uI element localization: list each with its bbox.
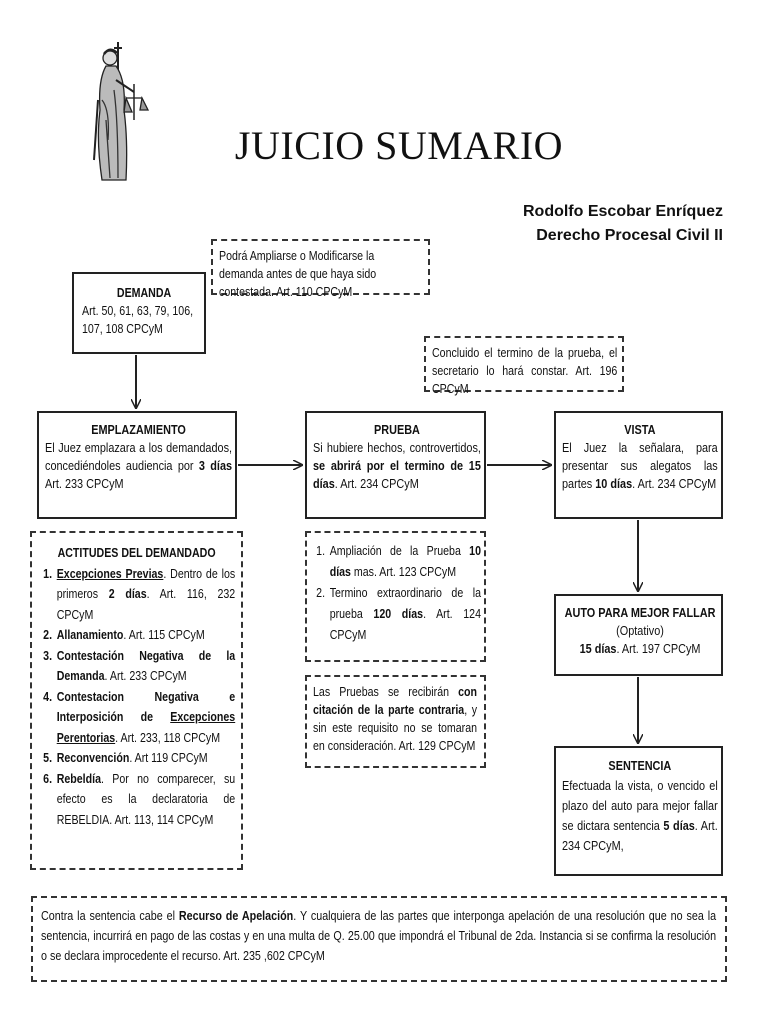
emplazamiento-box: EMPLAZAMIENTO El Juez emplazara a los de…	[37, 411, 237, 519]
note-prueba-text: Concluido el termino de la prueba, el se…	[432, 346, 618, 396]
vista-title: VISTA	[624, 423, 656, 437]
prueba-box: PRUEBA Si hubiere hechos, controvertidos…	[305, 411, 486, 519]
sentencia-days: 5 días	[663, 819, 695, 833]
pruebas-note-rest: , y sin este requisito no se tomaran en …	[313, 703, 478, 753]
emplazamiento-title: EMPLAZAMIENTO	[91, 423, 186, 437]
prueba-extension-box: Ampliación de la Prueba 10 días mas. Art…	[305, 531, 486, 662]
sentencia-box: SENTENCIA Efectuada la vista, o vencido …	[554, 746, 723, 876]
recurso-text: Contra la sentencia cabe el	[41, 909, 179, 923]
vista-box: VISTA El Juez la señalara, para presenta…	[554, 411, 723, 519]
note-demanda-text: Podrá Ampliarse o Modificarse la demanda…	[219, 249, 377, 299]
pruebas-note-emph: con citación de la parte contraria	[313, 685, 478, 717]
recurso-box: Contra la sentencia cabe el Recurso de A…	[31, 896, 727, 982]
recurso-rest: . Y cualquiera de las partes que interpo…	[41, 909, 717, 963]
recurso-apelacion: Recurso de Apelación	[178, 909, 294, 923]
auto-box: AUTO PARA MEJOR FALLAR (Optativo) 15 día…	[554, 594, 723, 676]
sentencia-article: . Art. 234 CPCyM,	[562, 819, 718, 853]
list-item: Rebeldía. Por no comparecer, su efecto e…	[55, 769, 236, 831]
sentencia-text: Efectuada la vista, o vencido el plazo d…	[562, 779, 718, 833]
vista-days: 10 días	[595, 477, 633, 491]
auto-subtitle: (Optativo)	[616, 624, 664, 638]
list-item: Termino extraordinario de la prueba 120 …	[328, 583, 481, 646]
list-item: Contestacion Negativa e Interposición de…	[55, 687, 236, 749]
author-name: Rodolfo Escobar Enríquez	[522, 203, 723, 220]
actitudes-title: ACTITUDES DEL DEMANDADO	[57, 546, 216, 560]
page-title: JUICIO SUMARIO	[234, 123, 564, 168]
auto-days: 15 días	[579, 642, 617, 656]
pruebas-note-text: Las Pruebas se recibirán	[313, 685, 459, 699]
list-item: Ampliación de la Prueba 10 días mas. Art…	[328, 541, 481, 583]
demanda-box: DEMANDA Art. 50, 61, 63, 79, 106, 107, 1…	[72, 272, 206, 354]
emplazamiento-days: 3 días	[198, 459, 233, 473]
list-item: Allanamiento. Art. 115 CPCyM	[55, 625, 235, 646]
vista-text: El Juez la señalara, para presentar sus …	[562, 441, 718, 491]
auto-title: AUTO PARA MEJOR FALLAR	[564, 606, 716, 620]
prueba-text: Si hubiere hechos, controvertidos,	[313, 441, 481, 455]
vista-article: . Art. 234 CPCyM	[632, 477, 717, 491]
prueba-term: se abrirá por el termino de 15 días	[313, 459, 481, 491]
sentencia-title: SENTENCIA	[608, 759, 672, 773]
list-item: Reconvención. Art 119 CPCyM	[55, 748, 235, 769]
prueba-article: . Art. 234 CPCyM	[334, 477, 419, 491]
prueba-title: PRUEBA	[373, 423, 420, 437]
course-name: Derecho Procesal Civil II	[536, 227, 723, 244]
note-demanda: Podrá Ampliarse o Modificarse la demanda…	[211, 239, 430, 299]
author-block: Rodolfo Escobar Enríquez Derecho Procesa…	[523, 200, 723, 248]
auto-article: . Art. 197 CPCyM	[616, 642, 701, 656]
demanda-title: DEMANDA	[116, 286, 172, 300]
actitudes-list: Excepciones Previas. Dentro de los prime…	[38, 564, 236, 831]
demanda-text: Art. 50, 61, 63, 79, 106, 107, 108 CPCyM	[82, 304, 194, 336]
lady-justice-illustration	[93, 42, 150, 181]
note-prueba: Concluido el termino de la prueba, el se…	[424, 336, 624, 396]
emplazamiento-text: El Juez emplazara a los demandados, conc…	[45, 441, 233, 473]
prueba-extension-list: Ampliación de la Prueba 10 días mas. Art…	[311, 541, 481, 646]
emplazamiento-article: Art. 233 CPCyM	[45, 477, 124, 491]
pruebas-citacion-box: Las Pruebas se recibirán con citación de…	[305, 675, 486, 768]
list-item: Contestación Negativa de la Demanda. Art…	[55, 646, 236, 687]
actitudes-box: ACTITUDES DEL DEMANDADO Excepciones Prev…	[30, 531, 243, 870]
list-item: Excepciones Previas. Dentro de los prime…	[55, 564, 236, 626]
